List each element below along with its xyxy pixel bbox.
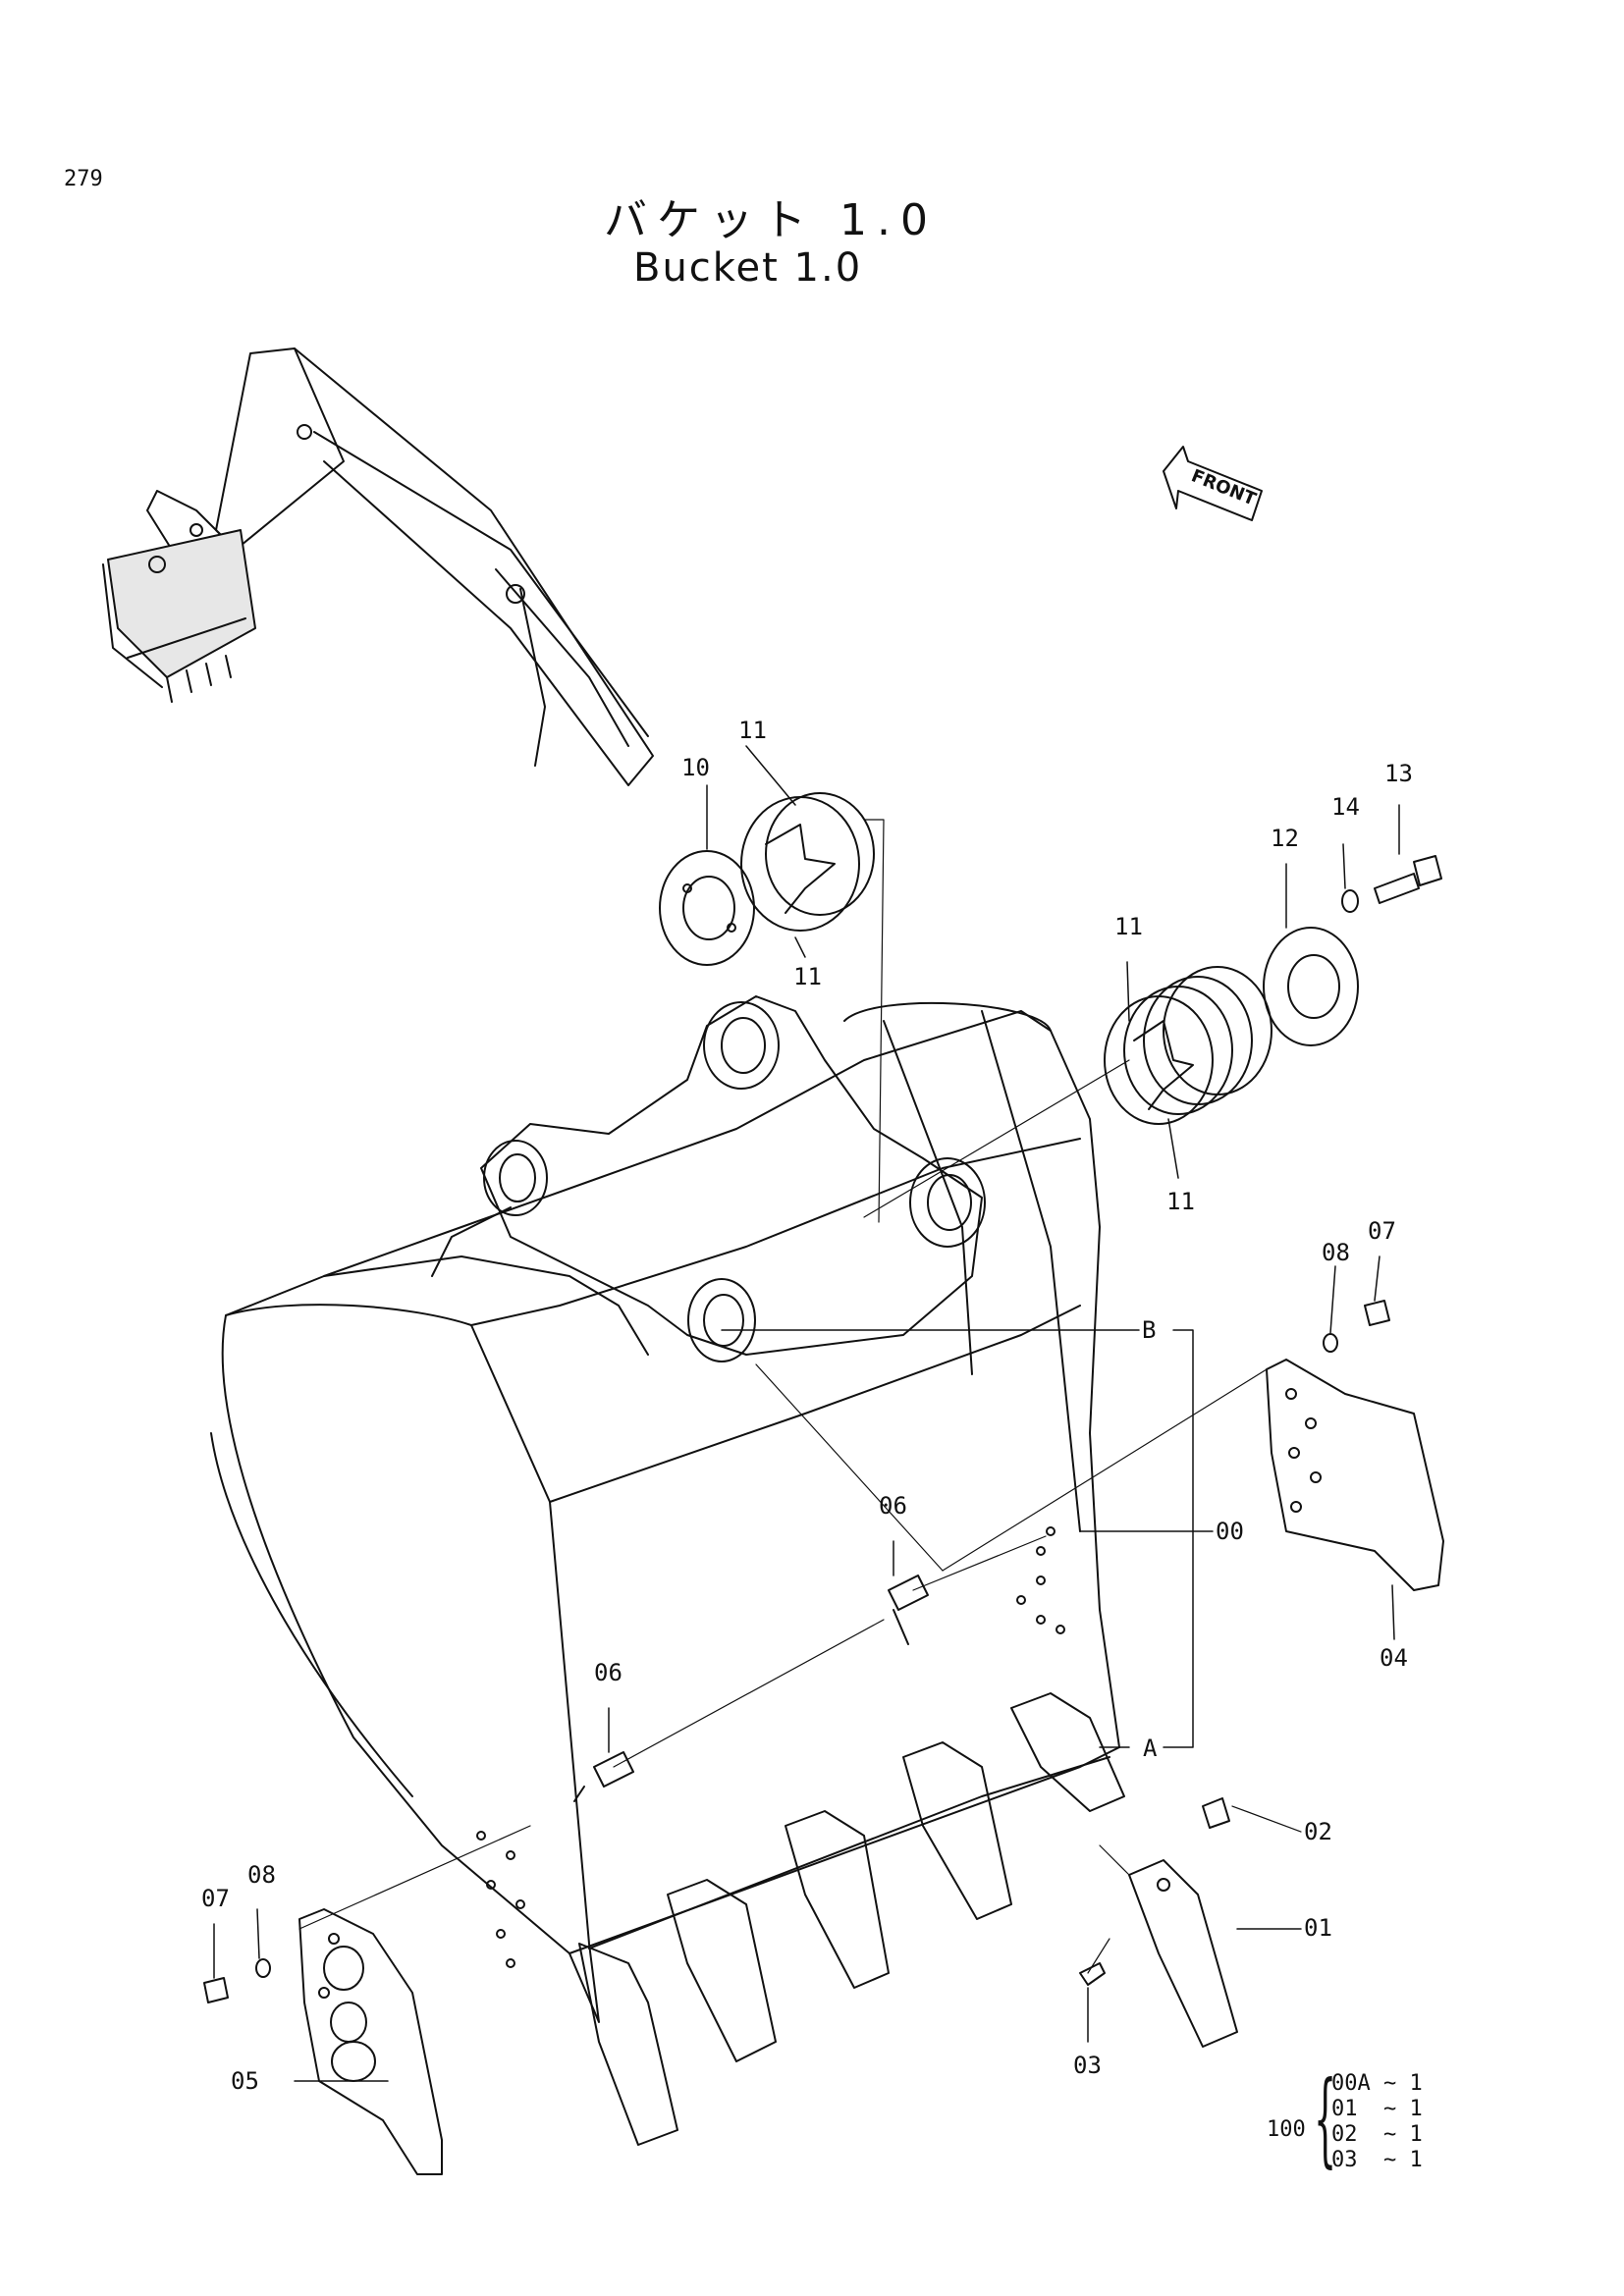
bucket-body xyxy=(210,1001,1120,2023)
label-11-top: 11 xyxy=(738,717,767,744)
label-14: 14 xyxy=(1331,793,1360,821)
label-11-right-bottom: 11 xyxy=(1166,1188,1195,1215)
kit-row: 03 ~ 1 xyxy=(1331,2148,1423,2172)
kit-row: 00A ~ 1 xyxy=(1331,2071,1423,2096)
part-11-shims-lower xyxy=(1104,966,1272,1125)
label-10: 10 xyxy=(681,754,710,781)
part-05-side-cutter xyxy=(203,1908,443,2175)
label-05: 05 xyxy=(231,2067,259,2095)
leader-lines xyxy=(213,745,1400,2082)
part-04-side-cutter xyxy=(1266,1300,1444,1591)
part-14-washer xyxy=(1341,889,1359,913)
part-03-tooth-lock xyxy=(1079,1962,1106,1986)
label-00: 00 xyxy=(1216,1518,1244,1545)
label-07-left: 07 xyxy=(201,1885,230,1912)
part-labels: 00 01 02 03 04 05 06 06 07 07 08 08 10 1… xyxy=(201,465,1413,2095)
label-06-upper: 06 xyxy=(879,1492,907,1520)
front-arrow-label: FRONT xyxy=(1188,465,1259,510)
title-japanese: バケット 1.0 xyxy=(604,195,938,245)
front-arrow-icon xyxy=(1163,446,1263,521)
label-06-lower: 06 xyxy=(594,1659,623,1686)
part-10-washer xyxy=(659,850,755,966)
label-08-left: 08 xyxy=(247,1861,276,1889)
part-01-tooth xyxy=(1128,1859,1238,2048)
label-11-mid: 11 xyxy=(793,963,822,990)
page-number: 279 xyxy=(64,167,103,191)
label-02: 02 xyxy=(1304,1818,1332,1845)
title-english: Bucket 1.0 xyxy=(633,245,863,291)
label-03: 03 xyxy=(1073,2052,1102,2079)
label-08-right: 08 xyxy=(1322,1239,1350,1266)
label-12: 12 xyxy=(1271,825,1299,852)
label-ref-b: B xyxy=(1142,1316,1156,1344)
bucket-mounting-bracket xyxy=(480,995,986,1362)
bucket-teeth xyxy=(578,1692,1125,2146)
label-11-right-top: 11 xyxy=(1114,913,1143,940)
label-01: 01 xyxy=(1304,1914,1332,1942)
kit-number: 100 xyxy=(1267,2117,1306,2142)
part-12-plate xyxy=(1263,927,1359,1046)
part-13-bolt xyxy=(1374,855,1442,904)
label-ref-a: A xyxy=(1143,1735,1158,1762)
kit-rows: 00A ~ 1 01 ~ 1 02 ~ 1 03 ~ 1 xyxy=(1331,2071,1423,2173)
part-11-shims-upper xyxy=(740,792,875,932)
alignment-lines xyxy=(298,819,1302,1974)
label-13: 13 xyxy=(1384,760,1413,787)
part-02-tooth-pin xyxy=(1202,1797,1230,1829)
kit-row: 01 ~ 1 xyxy=(1331,2097,1423,2121)
excavator-arm-thumbnail xyxy=(102,347,654,786)
label-04: 04 xyxy=(1380,1644,1408,1672)
part-06-bolts xyxy=(573,1575,929,1802)
kit-row: 02 ~ 1 xyxy=(1331,2122,1423,2147)
label-07-right: 07 xyxy=(1368,1217,1396,1245)
side-plate-holes xyxy=(476,1526,1065,1968)
kit-brace: { xyxy=(1314,2058,1337,2178)
